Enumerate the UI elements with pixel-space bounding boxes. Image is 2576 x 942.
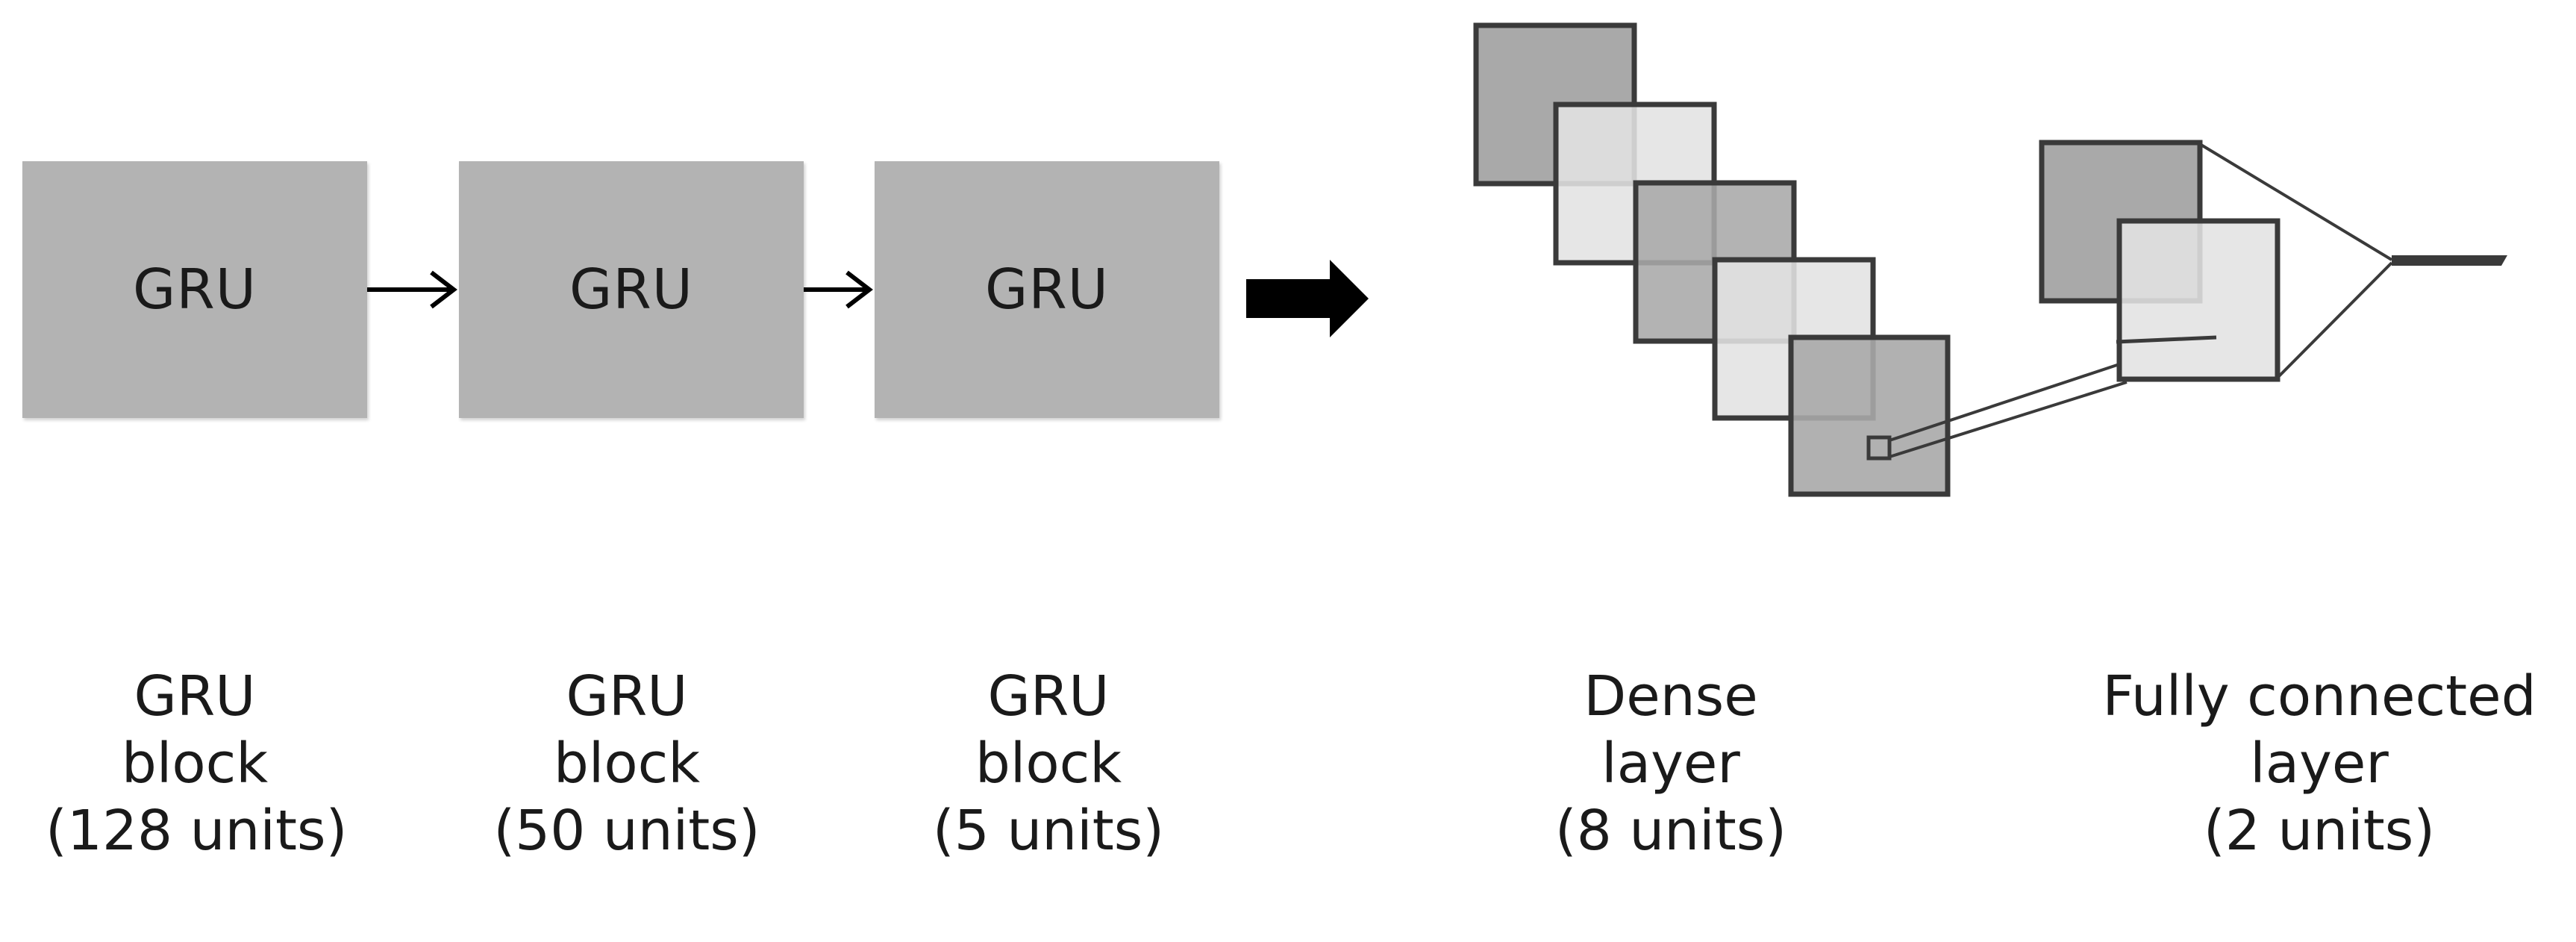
arrow-right-icon — [804, 270, 873, 309]
caption-line: (8 units) — [1554, 799, 1787, 863]
caption-dense-layer: Dense layer (8 units) — [1522, 663, 1820, 864]
caption-line: Fully connected — [2102, 664, 2536, 729]
caption-line: GRU — [566, 664, 688, 729]
caption-line: (128 units) — [46, 799, 348, 863]
caption-line: (2 units) — [2203, 799, 2436, 863]
connection-lines — [1889, 363, 2128, 458]
caption-gru-block-2: GRU block (50 units) — [478, 663, 776, 864]
arrow-right-icon — [367, 270, 457, 309]
caption-line: GRU — [134, 664, 256, 729]
gru-block-1: GRU — [22, 161, 367, 418]
caption-line: block — [553, 732, 701, 796]
caption-line: GRU — [987, 664, 1110, 729]
caption-line: layer — [2250, 732, 2389, 796]
gru-block-1-label: GRU — [133, 258, 257, 322]
fully-connected-layer-graphic — [2039, 140, 2507, 382]
thick-arrow-right-icon — [1246, 260, 1369, 337]
dense-unit-cell — [1866, 435, 1892, 461]
caption-line: (5 units) — [932, 799, 1165, 863]
caption-fully-connected-layer: Fully connected layer (2 units) — [2088, 663, 2551, 864]
gru-block-2-label: GRU — [569, 258, 693, 322]
caption-line: block — [975, 732, 1122, 796]
dense-unit-square — [1788, 334, 1951, 497]
caption-line: Dense — [1584, 664, 1758, 729]
gru-block-2: GRU — [459, 161, 804, 418]
gru-block-3: GRU — [875, 161, 1219, 418]
caption-gru-block-3: GRU block (5 units) — [899, 663, 1198, 864]
caption-line: (50 units) — [493, 799, 760, 863]
dense-layer-graphic — [1473, 22, 1951, 497]
caption-line: layer — [1601, 732, 1740, 796]
gru-block-3-label: GRU — [985, 258, 1109, 322]
caption-gru-block-1: GRU block (128 units) — [46, 663, 348, 864]
fc-unit-square — [2116, 218, 2280, 382]
caption-line: block — [121, 732, 269, 796]
